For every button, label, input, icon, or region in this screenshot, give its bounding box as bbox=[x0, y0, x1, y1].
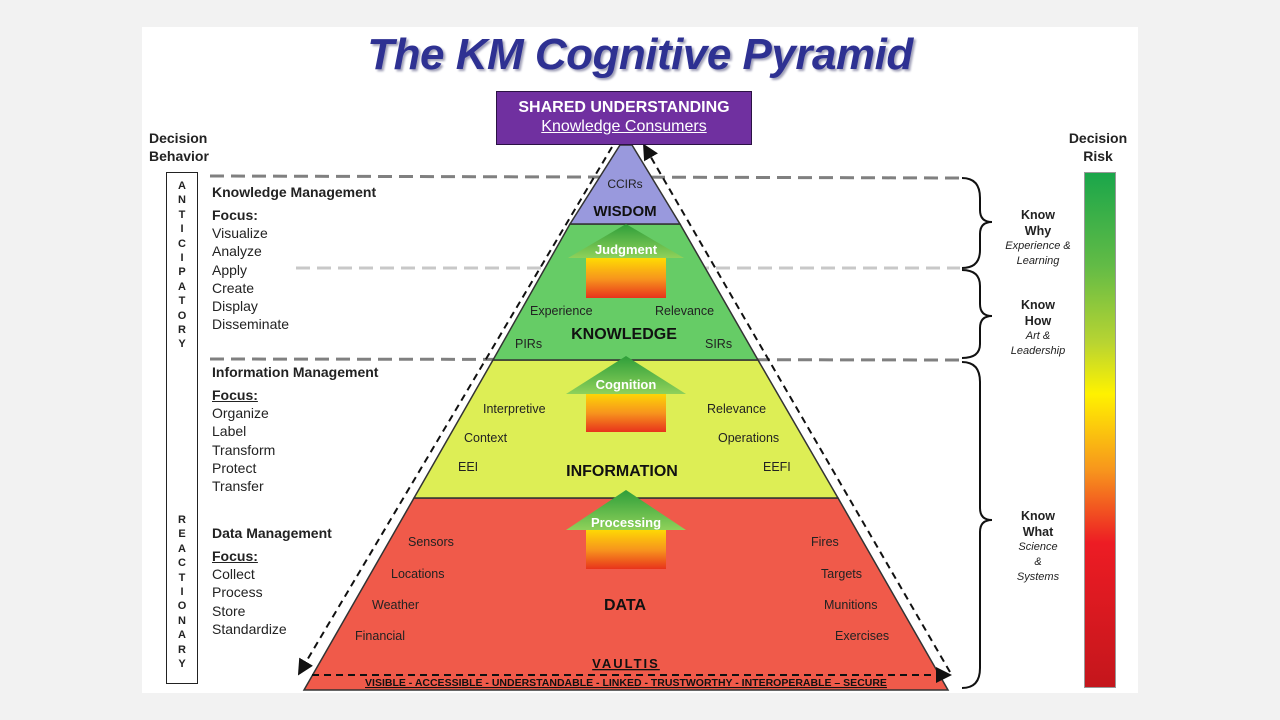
decision-risk-line1: Decision bbox=[1068, 130, 1128, 146]
focus-item: Display bbox=[212, 298, 258, 315]
decision-behavior-line2: Behavior bbox=[149, 148, 209, 164]
brace-how bbox=[961, 269, 993, 359]
knowledge-management-block: Knowledge Management Focus: Visualize An… bbox=[212, 184, 376, 334]
know-what-line1: Know bbox=[1020, 509, 1056, 523]
brace-why bbox=[961, 177, 993, 269]
focus-item: Transfer bbox=[212, 478, 264, 495]
data-right-1: Fires bbox=[811, 535, 839, 549]
data-focus-label: Focus: bbox=[212, 548, 258, 564]
level-name-knowledge: KNOWLEDGE bbox=[571, 326, 677, 343]
level-name-information: INFORMATION bbox=[566, 463, 678, 480]
arrow-label-cognition: Cognition bbox=[596, 377, 657, 392]
focus-item: Visualize bbox=[212, 225, 268, 241]
decision-behavior-line1: Decision bbox=[149, 130, 208, 146]
focus-item: Standardize bbox=[212, 620, 287, 637]
brace-what bbox=[961, 361, 993, 689]
information-right-1: Relevance bbox=[707, 402, 766, 416]
arrow-label-judgment: Judgment bbox=[595, 242, 658, 257]
arrow-cognition bbox=[566, 356, 686, 432]
know-what-sub3: Systems bbox=[1016, 571, 1060, 583]
focus-item: Disseminate bbox=[212, 316, 290, 333]
decision-risk-line2: Risk bbox=[1083, 148, 1113, 164]
focus-item: Transform bbox=[212, 441, 276, 458]
know-why-sub2: Learning bbox=[1016, 255, 1060, 267]
level-wisdom bbox=[568, 144, 682, 225]
know-why-sub1: Experience & bbox=[1005, 240, 1071, 252]
focus-item: Process bbox=[212, 584, 263, 601]
information-left-2: Context bbox=[464, 431, 508, 445]
focus-item: Organize bbox=[212, 405, 269, 421]
focus-item: Label bbox=[212, 423, 247, 440]
focus-item: Store bbox=[212, 602, 246, 619]
data-right-3: Munitions bbox=[824, 598, 878, 612]
information-right-2: Operations bbox=[718, 431, 779, 445]
data-right-4: Exercises bbox=[835, 629, 889, 643]
know-what-sub1: Science bbox=[1018, 541, 1058, 553]
data-management-heading: Data Management bbox=[212, 525, 332, 541]
shared-understanding-box: SHARED UNDERSTANDING Knowledge Consumers bbox=[496, 91, 752, 145]
know-how-line2: How bbox=[1024, 314, 1052, 328]
focus-item: Analyze bbox=[212, 243, 262, 260]
top-box-subtitle: Knowledge Consumers bbox=[541, 118, 707, 135]
focus-item: Apply bbox=[212, 261, 248, 278]
data-right-2: Targets bbox=[821, 567, 862, 581]
know-how: Know How Art & Leadership bbox=[998, 297, 1078, 359]
know-how-sub1: Art & bbox=[1025, 330, 1051, 342]
data-left-2: Locations bbox=[391, 567, 445, 581]
label-ccirs: CCIRs bbox=[607, 177, 642, 191]
information-management-heading: Information Management bbox=[212, 364, 379, 380]
divider-top bbox=[209, 174, 961, 180]
outer-arrow-left bbox=[297, 146, 613, 676]
know-how-sub2: Leadership bbox=[1010, 345, 1066, 357]
level-name-data: DATA bbox=[604, 597, 647, 614]
know-how-line1: Know bbox=[1020, 298, 1056, 312]
focus-item: Protect bbox=[212, 459, 257, 476]
data-management-block: Data Management Focus: Collect Process S… bbox=[212, 525, 332, 638]
information-management-block: Information Management Focus: Organize L… bbox=[212, 364, 378, 495]
focus-item: Collect bbox=[212, 566, 255, 582]
knowledge-management-heading: Knowledge Management bbox=[212, 184, 377, 200]
vaultis-caption: VISIBLE - ACCESSIBLE - UNDERSTANDABLE - … bbox=[365, 677, 887, 689]
knowledge-focus-label: Focus: bbox=[212, 207, 258, 223]
information-left-1: Interpretive bbox=[483, 402, 546, 416]
decision-behavior-header: Decision Behavior bbox=[149, 129, 209, 165]
know-why: Know Why Experience & Learning bbox=[998, 207, 1078, 269]
decision-risk-header: Decision Risk bbox=[1058, 129, 1138, 165]
level-name-wisdom: WISDOM bbox=[593, 203, 656, 220]
vaultis-title: VAULTIS bbox=[592, 656, 660, 671]
knowledge-right-1: Relevance bbox=[655, 304, 714, 318]
outer-arrow-right bbox=[642, 143, 951, 673]
know-why-line2: Why bbox=[1024, 224, 1052, 238]
information-right-3: EEFI bbox=[763, 460, 791, 474]
arrow-judgment bbox=[568, 224, 684, 298]
know-what-line2: What bbox=[1022, 525, 1054, 539]
arrow-label-processing: Processing bbox=[591, 515, 661, 530]
know-what-sub2: & bbox=[1034, 556, 1042, 568]
information-focus-label: Focus: bbox=[212, 387, 258, 403]
knowledge-left-1: Experience bbox=[530, 304, 593, 318]
know-what: Know What Science & Systems bbox=[998, 508, 1078, 585]
focus-item: Create bbox=[212, 279, 255, 296]
information-left-3: EEI bbox=[458, 460, 478, 474]
decision-risk-gradient-bar bbox=[1084, 172, 1116, 688]
data-left-4: Financial bbox=[355, 629, 405, 643]
knowledge-right-2: SIRs bbox=[705, 337, 732, 351]
top-box-title: SHARED UNDERSTANDING bbox=[518, 99, 730, 116]
data-left-1: Sensors bbox=[408, 535, 454, 549]
knowledge-left-2: PIRs bbox=[515, 337, 542, 351]
data-left-3: Weather bbox=[372, 598, 419, 612]
page-title: The KM Cognitive Pyramid bbox=[367, 30, 913, 79]
arrow-processing bbox=[566, 490, 686, 569]
know-why-line1: Know bbox=[1020, 208, 1056, 222]
